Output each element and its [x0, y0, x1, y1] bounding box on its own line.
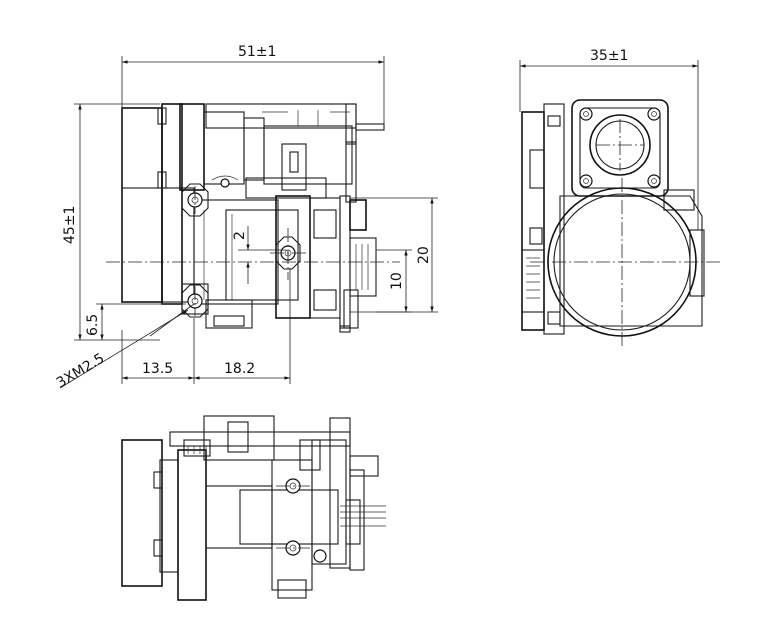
dim-offset-6-5: 6.5 — [85, 314, 101, 336]
dim-front-width: 51±1 — [238, 44, 276, 60]
dim-horiz-13-5: 13.5 — [142, 361, 173, 377]
dim-height-20: 20 — [416, 246, 432, 264]
side-view — [521, 99, 720, 346]
dim-side-width: 35±1 — [590, 48, 628, 64]
dim-horiz-18-2: 18.2 — [224, 361, 255, 377]
dim-offset-2: 2 — [232, 231, 248, 240]
front-view — [106, 103, 400, 333]
dim-hole-callout: 3XM2.5 — [54, 350, 108, 391]
bottom-view — [121, 415, 386, 601]
dim-height-10: 10 — [389, 272, 405, 290]
dimension-lines — [59, 56, 699, 389]
dim-front-height: 45±1 — [62, 206, 78, 244]
